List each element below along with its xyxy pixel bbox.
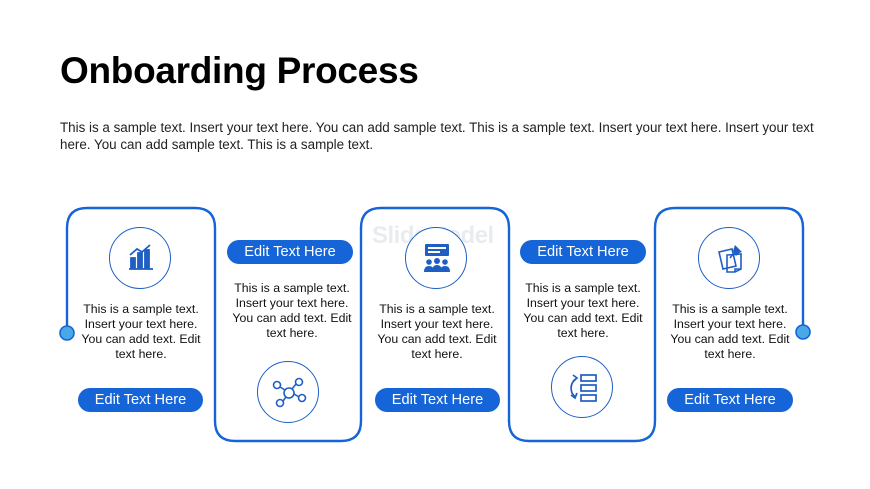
step-1-icon-circle <box>109 227 171 289</box>
step-3-label-button[interactable]: Edit Text Here <box>375 388 500 412</box>
step-3-text: This is a sample text. Insert your text … <box>377 302 497 361</box>
sticky-notes-icon <box>718 245 742 273</box>
step-5-icon-circle <box>698 227 760 289</box>
presentation-team-icon <box>424 244 450 272</box>
end-dot <box>795 324 811 340</box>
step-5-frame <box>653 206 805 333</box>
step-3-icon-circle <box>405 227 467 289</box>
step-5-label-button[interactable]: Edit Text Here <box>667 388 793 412</box>
network-icon <box>272 377 307 408</box>
step-1-label-button[interactable]: Edit Text Here <box>78 388 203 412</box>
step-2-label-button[interactable]: Edit Text Here <box>227 240 353 264</box>
step-1-frame <box>65 206 217 423</box>
step-2-frame <box>213 226 363 443</box>
step-1-text: This is a sample text. Insert your text … <box>81 302 201 361</box>
start-dot <box>59 325 75 341</box>
step-4-text: This is a sample text. Insert your text … <box>523 281 643 340</box>
step-4-icon-circle <box>551 356 613 418</box>
step-2-text: This is a sample text. Insert your text … <box>232 281 352 340</box>
step-4-frame <box>507 226 657 443</box>
bar-chart-icon <box>129 244 153 270</box>
step-2-icon-circle <box>257 361 319 423</box>
slide-title: Onboarding Process <box>60 50 419 91</box>
step-4-label-button[interactable]: Edit Text Here <box>520 240 646 264</box>
step-5-text: This is a sample text. Insert your text … <box>670 302 790 361</box>
checklist-icon <box>570 374 597 402</box>
slide-subtitle: This is a sample text. Insert your text … <box>60 120 814 152</box>
step-3-frame <box>359 206 511 423</box>
